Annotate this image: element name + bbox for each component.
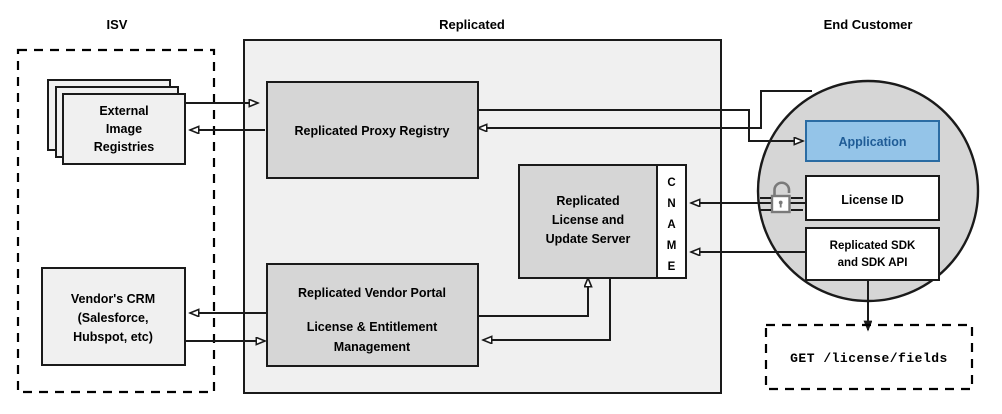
node-replicated-proxy-registry[interactable]: Replicated Proxy Registry — [266, 81, 479, 179]
vendor-portal-line-3: Management — [334, 340, 411, 354]
node-license-id[interactable]: License ID — [805, 175, 940, 221]
vendors-crm-line-3: Hubspot, etc) — [73, 330, 153, 344]
vendors-crm-line-2: (Salesforce, — [78, 311, 149, 325]
license-server-line-3: Update Server — [546, 232, 631, 246]
unlocked-padlock-icon — [760, 181, 803, 214]
connector-proxy-to-application — [478, 90, 812, 141]
license-id-label: License ID — [841, 193, 904, 207]
external-image-registries-line-1: External — [99, 104, 148, 118]
replicated-sdk-line-1: Replicated SDK — [830, 240, 916, 252]
connector-license-server-to-vendor-portal — [483, 278, 611, 340]
cname-letter-3: A — [667, 219, 675, 231]
connector-registries-to-proxy — [183, 103, 265, 130]
cname-letter-5: E — [668, 261, 676, 273]
cname-letter-2: N — [667, 198, 675, 210]
node-application[interactable]: Application — [805, 120, 940, 162]
vendor-portal-line-1: Replicated Vendor Portal — [298, 286, 446, 300]
license-server-line-2: License and — [552, 213, 624, 227]
external-image-registries-line-2: Image — [106, 122, 142, 136]
application-label: Application — [838, 135, 906, 149]
node-replicated-vendor-portal[interactable]: Replicated Vendor Portal License & Entit… — [266, 263, 479, 367]
license-server-line-1: Replicated — [556, 194, 619, 208]
node-replicated-sdk[interactable]: Replicated SDK and SDK API — [805, 227, 940, 281]
connector-vendor-portal-to-license-server — [470, 278, 588, 317]
vendors-crm-line-1: Vendor's CRM — [71, 292, 155, 306]
zone-title-end-customer: End Customer — [824, 17, 913, 32]
cname-letter-4: M — [667, 240, 677, 252]
replicated-proxy-registry-label: Replicated Proxy Registry — [295, 124, 450, 138]
replicated-sdk-line-2: and SDK API — [838, 257, 908, 269]
node-external-image-registries[interactable]: External Image Registries — [47, 79, 186, 165]
cname-letter-1: C — [667, 177, 675, 189]
vendor-portal-line-2: License & Entitlement — [307, 320, 438, 334]
get-license-fields-label: GET /license/fields — [790, 351, 948, 366]
connector-crm-to-vendor-portal — [183, 313, 272, 341]
node-vendors-crm[interactable]: Vendor's CRM (Salesforce, Hubspot, etc) — [41, 267, 186, 366]
zone-isv: ISV — [16, 17, 216, 394]
node-replicated-license-and-update-server[interactable]: Replicated License and Update Server — [518, 164, 658, 279]
zone-title-isv: ISV — [107, 17, 128, 32]
zone-title-replicated: Replicated — [439, 17, 505, 32]
external-image-registries-line-3: Registries — [94, 140, 154, 154]
node-cname[interactable]: C N A M E — [656, 164, 687, 279]
node-get-license-fields[interactable]: GET /license/fields — [764, 323, 974, 391]
